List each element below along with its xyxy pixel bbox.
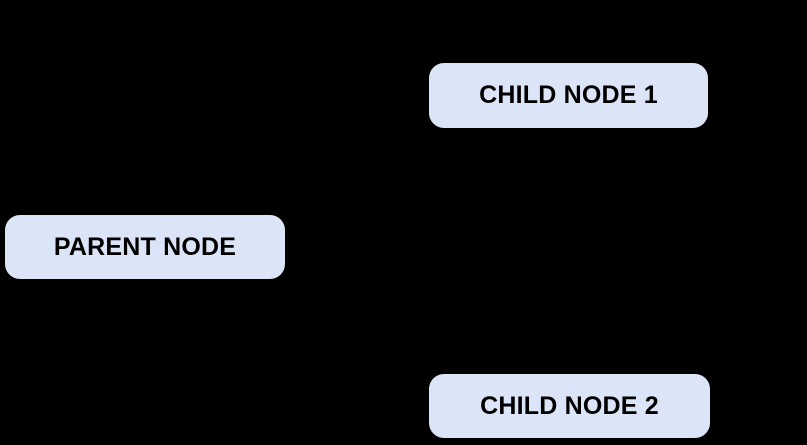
node-parent-node[interactable]: PARENT NODE <box>5 215 285 279</box>
node-parent-node-label: PARENT NODE <box>53 232 237 261</box>
node-child-node-2[interactable]: CHILD NODE 2 <box>429 374 710 438</box>
node-child-node-1-label: CHILD NODE 1 <box>479 81 658 109</box>
node-child-node-1[interactable]: CHILD NODE 1 <box>429 63 708 128</box>
node-child-node-2-label: CHILD NODE 2 <box>480 391 659 420</box>
